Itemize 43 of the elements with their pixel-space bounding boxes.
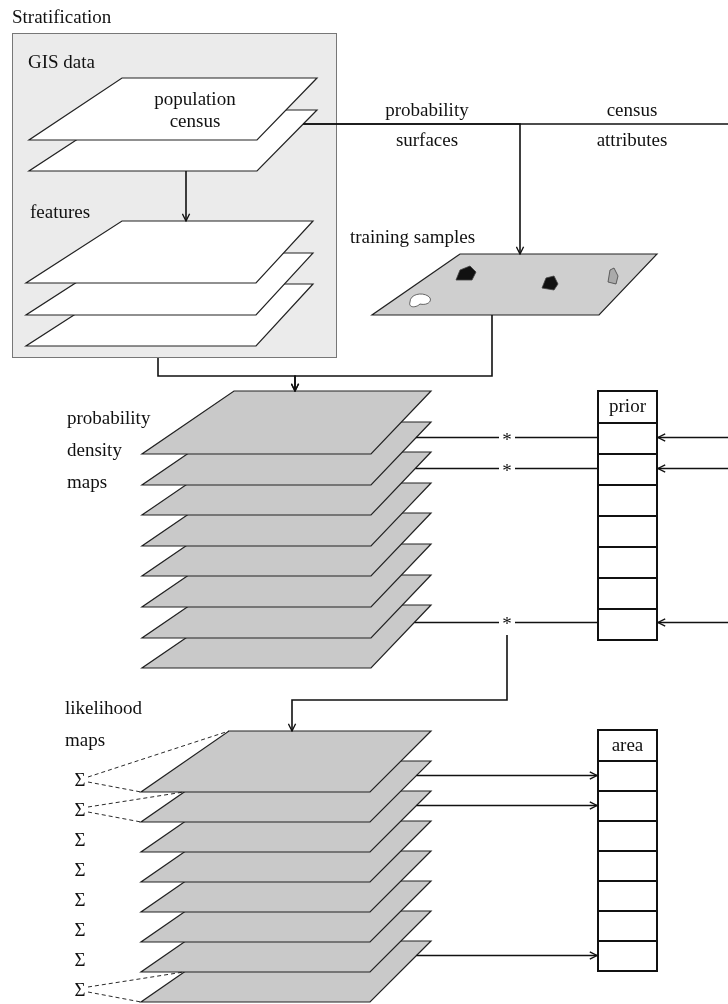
- connector-line: [514, 436, 598, 439]
- math-symbol: *: [499, 460, 515, 482]
- leader-line: [87, 971, 185, 1003]
- math-symbol: Σ: [72, 859, 88, 881]
- connector-line: [415, 436, 500, 439]
- connector-line: [302, 123, 728, 125]
- math-symbol: *: [499, 429, 515, 451]
- connector-line: [514, 467, 598, 470]
- edge-label: probability surfaces: [384, 98, 470, 152]
- panel-heading: GIS data: [28, 51, 95, 73]
- math-symbol: Σ: [72, 769, 88, 791]
- connector-line: [413, 621, 500, 624]
- table-header: prior: [608, 394, 647, 418]
- data-table: [597, 390, 658, 641]
- leader-line: [87, 791, 185, 823]
- math-symbol: *: [499, 613, 515, 635]
- connector-line: [414, 467, 500, 470]
- arrow: [657, 433, 728, 442]
- stack-heading: likelihood maps: [65, 696, 144, 752]
- math-symbol: Σ: [72, 799, 88, 821]
- arrow: [290, 314, 493, 392]
- arrow: [657, 618, 728, 627]
- edge-label: census attributes: [595, 98, 669, 152]
- arrow: [415, 951, 598, 960]
- math-symbol: Σ: [72, 949, 88, 971]
- stack-heading: probability density maps: [67, 406, 152, 494]
- math-symbol: Σ: [72, 889, 88, 911]
- layer-label: population census: [153, 88, 237, 132]
- arrow: [415, 771, 598, 780]
- arrow: [181, 170, 191, 222]
- stack-heading: features: [30, 200, 92, 224]
- arrow: [415, 801, 598, 810]
- data-table: [597, 729, 658, 972]
- leader-line: [87, 730, 230, 793]
- layer-heading: training samples: [350, 226, 476, 248]
- table-header: area: [610, 733, 645, 757]
- math-symbol: Σ: [72, 979, 88, 1001]
- arrow: [657, 464, 728, 473]
- arrow: [287, 634, 508, 732]
- math-symbol: Σ: [72, 829, 88, 851]
- diagram-heading: Stratification: [12, 6, 112, 28]
- math-symbol: Σ: [72, 919, 88, 941]
- connector-line: [514, 621, 598, 624]
